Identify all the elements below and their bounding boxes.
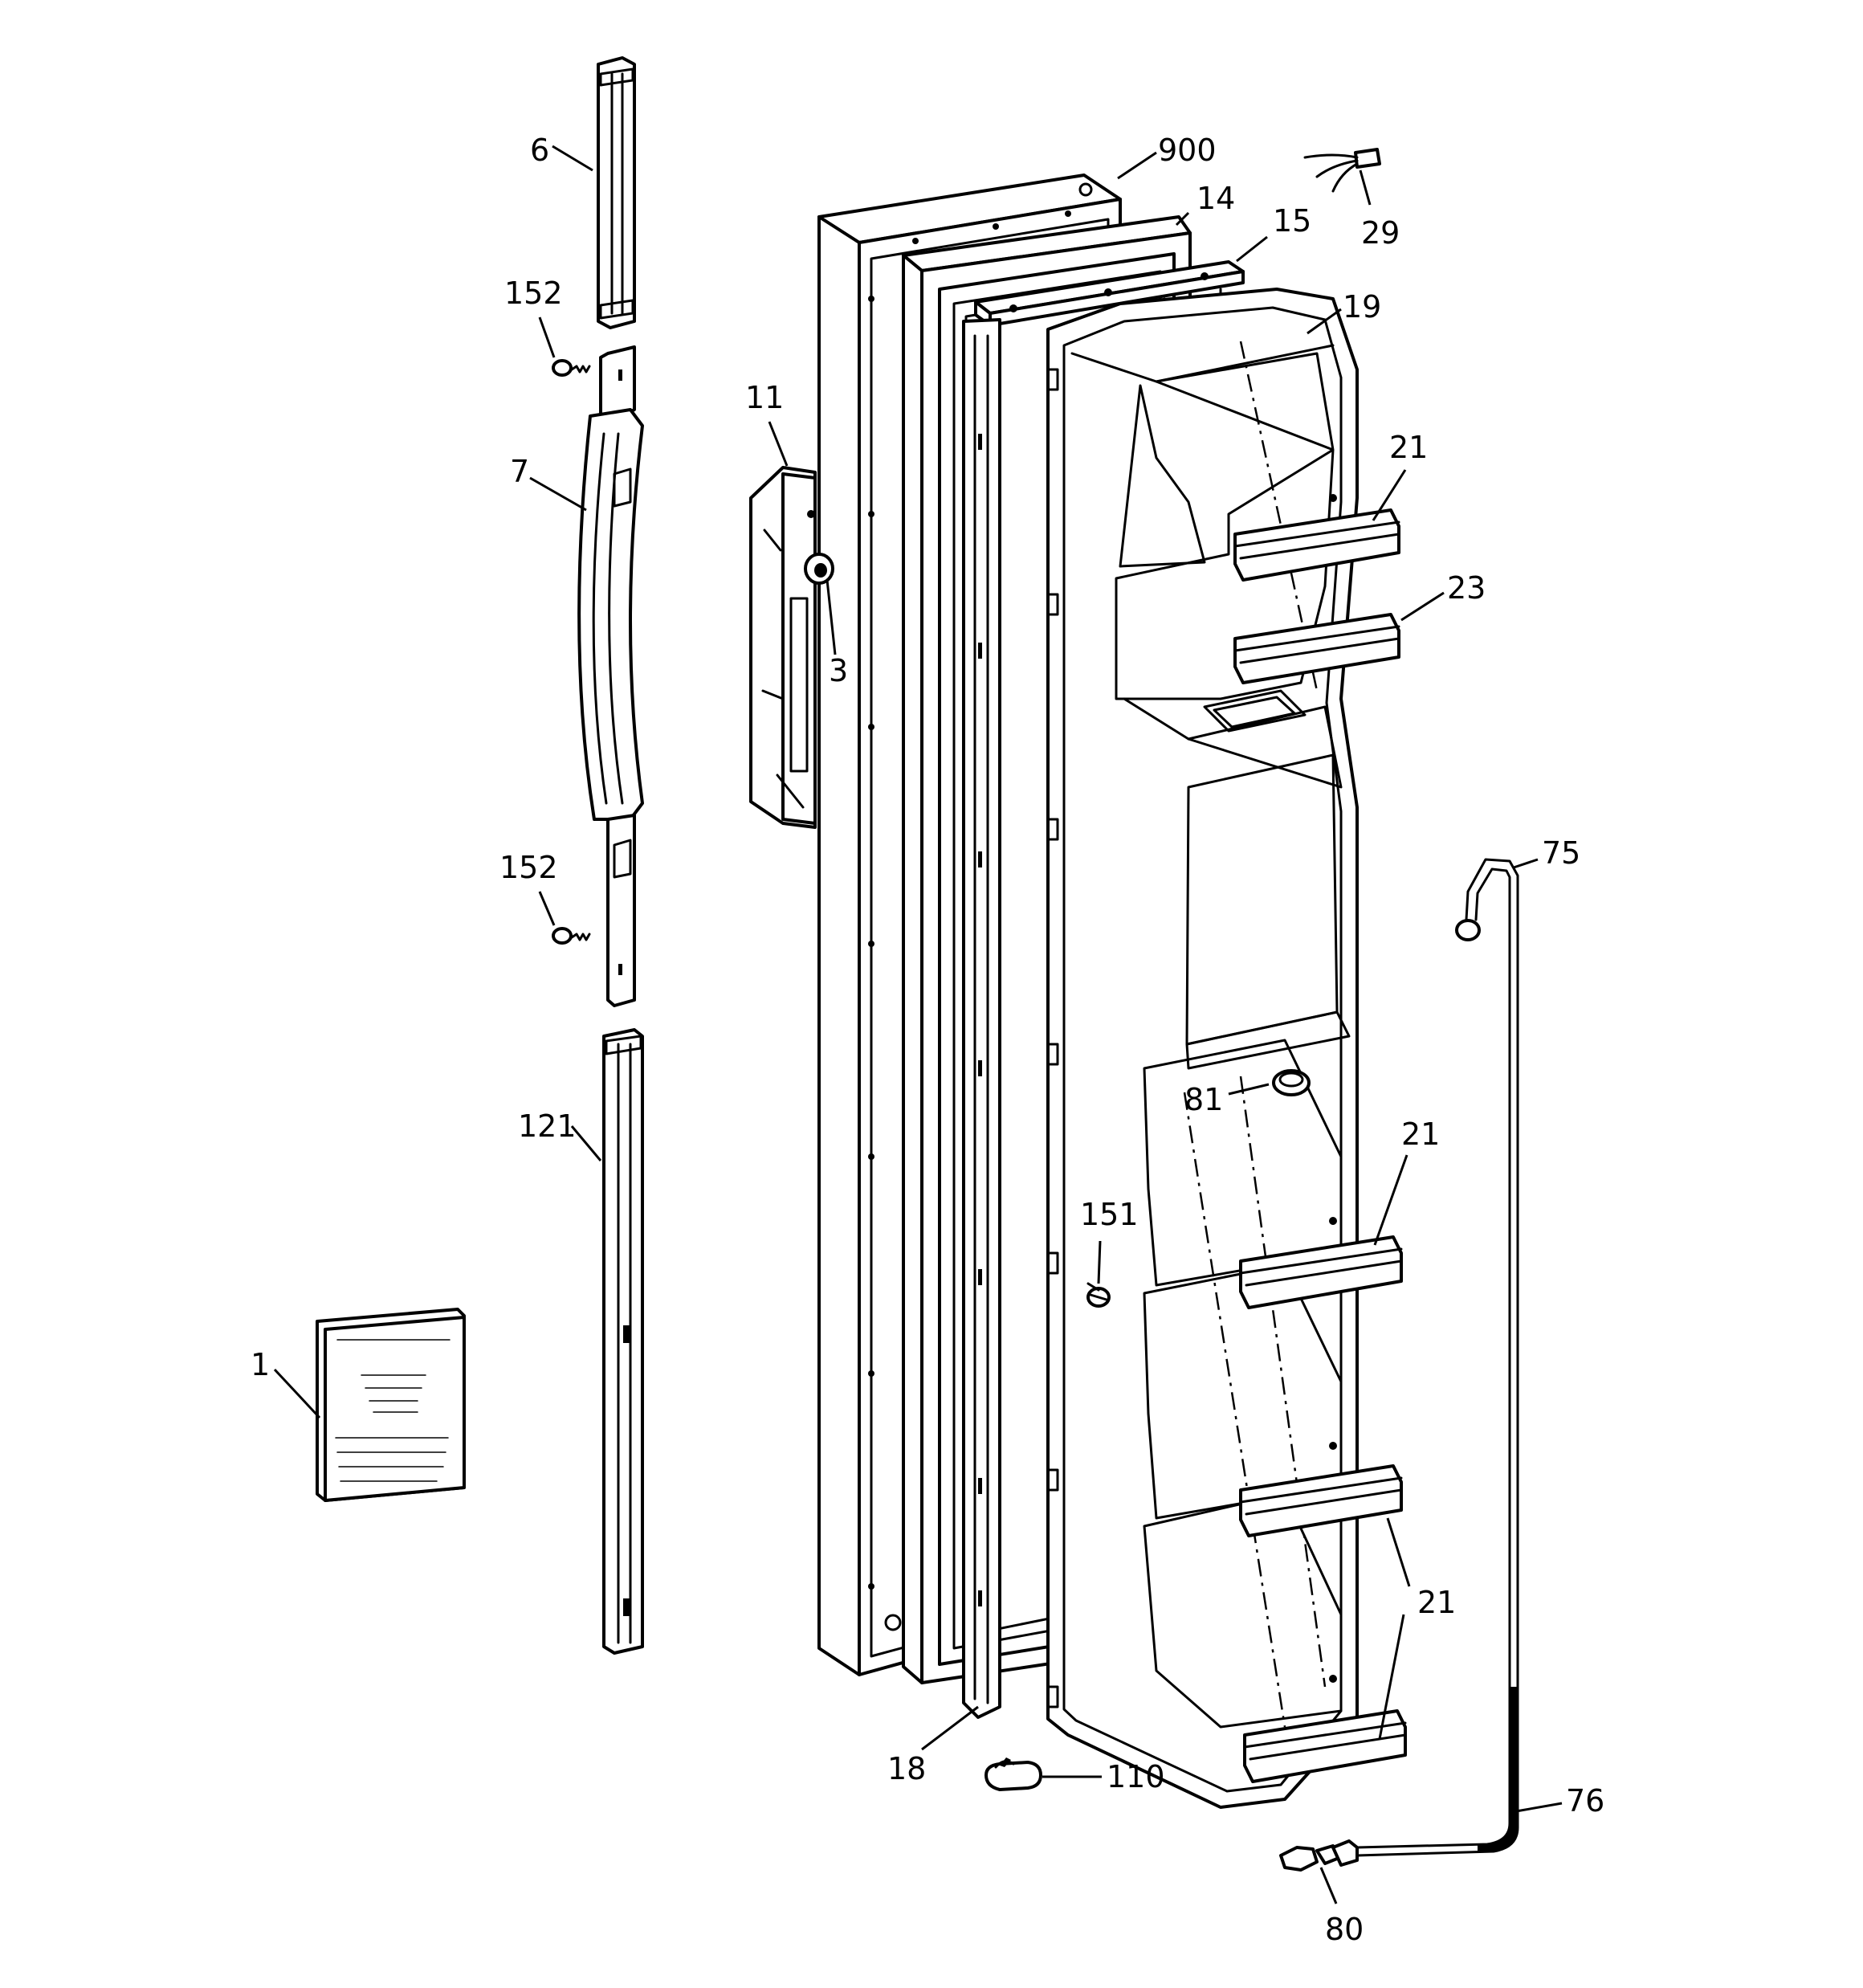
wire-harness-icon [1303, 148, 1381, 193]
callout-11: 11 [745, 380, 784, 415]
callout-121: 121 [518, 1108, 577, 1144]
callout-152-bottom: 152 [499, 850, 558, 885]
instruction-booklet [316, 1308, 466, 1502]
door-handle [577, 345, 644, 1007]
water-tube [1355, 858, 1519, 1857]
callout-18: 18 [887, 1751, 926, 1786]
callout-151: 151 [1080, 1197, 1139, 1232]
screw-icon [552, 927, 591, 945]
shelf-rail-21-middle [1239, 1235, 1403, 1309]
shelf-rail-21-lower [1239, 1464, 1403, 1537]
callout-76: 76 [1566, 1783, 1604, 1819]
side-breaker-strip [962, 318, 1001, 1719]
callout-81: 81 [1184, 1082, 1223, 1117]
leader-lines [273, 145, 1563, 1904]
callout-7: 7 [510, 454, 529, 489]
handle-cap-top [597, 56, 636, 329]
callout-15: 15 [1273, 203, 1311, 239]
callout-6: 6 [530, 133, 549, 168]
compression-fitting-icon [1279, 1839, 1359, 1872]
top-breaker-strip [974, 260, 1245, 327]
callout-152-top: 152 [504, 276, 563, 311]
shelf-rail-23 [1233, 613, 1400, 684]
tube-clip-icon [984, 1757, 1042, 1791]
callout-110: 110 [1107, 1759, 1165, 1794]
handle-cap-bottom [602, 1028, 644, 1655]
liner-plug [1272, 1069, 1311, 1096]
callout-900: 900 [1158, 133, 1217, 168]
callout-75: 75 [1542, 835, 1580, 871]
plug-icon [804, 553, 834, 585]
shelf-rail-21-top [1233, 508, 1400, 582]
screw-icon [1086, 1282, 1111, 1308]
door-inner-liner [1046, 288, 1359, 1809]
callout-80: 80 [1325, 1912, 1364, 1947]
screw-icon [552, 359, 591, 377]
callout-21-lower: 21 [1417, 1585, 1456, 1620]
shelf-rail-21-bottom [1243, 1709, 1407, 1783]
callout-23: 23 [1447, 570, 1486, 606]
callout-21-top: 21 [1389, 430, 1428, 465]
callout-19: 19 [1343, 289, 1381, 325]
callout-14: 14 [1196, 181, 1235, 216]
door-mounting-plate [749, 466, 817, 829]
callout-21-middle: 21 [1401, 1116, 1440, 1152]
callout-3: 3 [829, 653, 848, 688]
callout-29: 29 [1361, 215, 1400, 251]
callout-labels: 900 29 6 14 15 19 152 11 7 21 23 3 75 15… [251, 133, 1604, 1947]
callout-1: 1 [251, 1347, 270, 1382]
